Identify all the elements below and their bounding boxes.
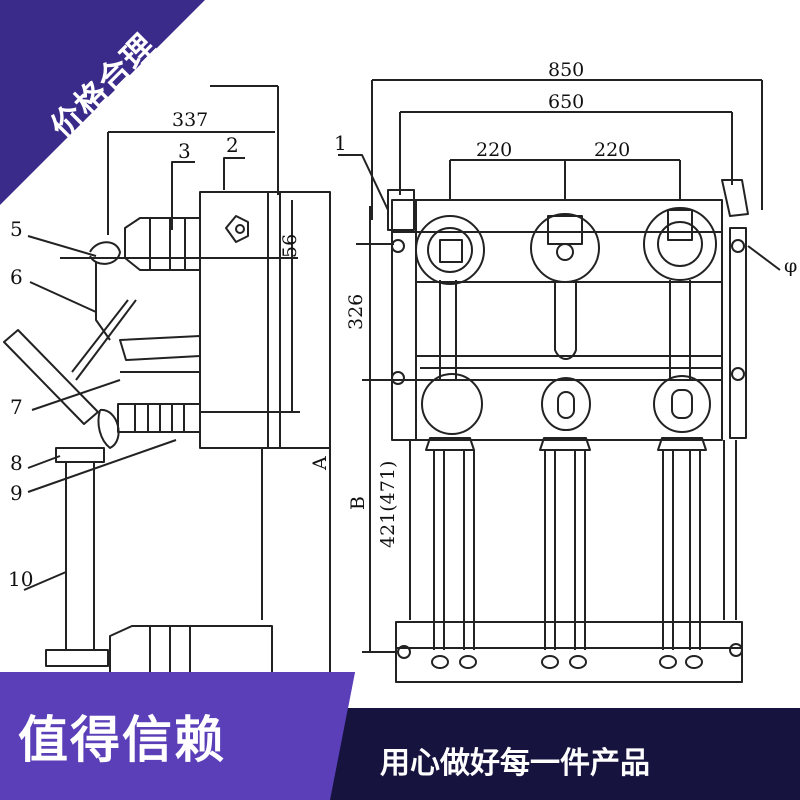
dim-850: 850 xyxy=(548,59,584,81)
dim-650: 650 xyxy=(548,91,584,113)
part-label-1: 1 xyxy=(334,131,347,155)
dim-337: 337 xyxy=(172,109,208,131)
part-label-5: 5 xyxy=(10,217,23,241)
corner-badge-edge xyxy=(0,0,225,225)
front-view xyxy=(338,79,781,683)
dim-220-left: 220 xyxy=(476,139,512,161)
part-label-9: 9 xyxy=(10,481,23,505)
slogan-sub: 用心做好每一件产品 xyxy=(380,746,650,781)
part-label-7: 7 xyxy=(10,395,23,419)
dim-220-right: 220 xyxy=(594,139,630,161)
part-label-3: 3 xyxy=(178,139,191,163)
dim-326: 326 xyxy=(345,294,367,330)
dim-56: 56 xyxy=(279,234,301,258)
dim-421: 421(471) xyxy=(377,461,399,548)
side-view-labels: 337 56 A 2 3 5 6 7 8 9 10 xyxy=(8,109,331,591)
dim-hole-phi: φ xyxy=(784,255,797,277)
part-label-2: 2 xyxy=(226,133,239,157)
front-view-labels: 850 650 220 220 1 326 B 421(471) φ xyxy=(334,59,797,548)
slogan-main: 值得信赖 xyxy=(18,711,226,769)
side-view xyxy=(3,85,331,700)
dim-label-a: A xyxy=(309,456,331,471)
corner-badge-shape xyxy=(0,0,205,205)
part-label-6: 6 xyxy=(10,265,23,289)
dim-label-b: B xyxy=(347,496,369,510)
part-label-10: 10 xyxy=(8,567,33,591)
part-label-8: 8 xyxy=(10,451,23,475)
